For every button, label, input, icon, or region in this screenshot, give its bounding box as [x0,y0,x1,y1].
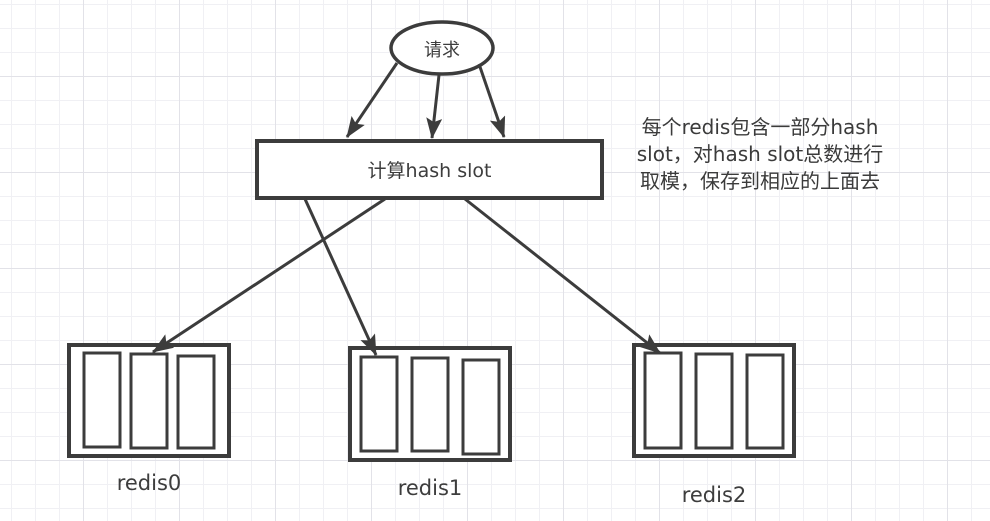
arrow-request-to-compute-middle [426,74,443,139]
redis2-slot-shape [643,351,683,450]
redis0-slot-shape [176,354,216,450]
redis0-slot-shape [82,351,122,449]
annotation-line: 每个redis包含一部分hash [641,115,879,139]
request-node-shape [389,20,495,76]
compute-node-label-text: 计算hash slot [367,160,492,182]
arrow-compute-to-redis2 [464,197,661,355]
redis0-node-shape [67,343,231,458]
redis2-slot-shape [745,353,785,450]
redis1-label: redis1 [397,476,463,500]
arrow-request-to-compute-left [345,62,399,138]
redis0-slot-shape [129,352,169,450]
redis1-slot-shape [359,355,399,453]
annotation-line: slot，对hash slot总数进行 [636,142,884,166]
redis1-slot-shape [461,358,501,456]
compute-node-shape [255,139,604,200]
arrow-compute-to-redis1 [303,198,378,356]
compute-node-label: 计算hash slot [257,141,602,198]
redis1-node-shape [348,346,512,462]
redis2-label: redis2 [681,483,747,507]
arrow-request-to-compute-right [477,63,506,138]
request-node-label: 请求 [424,40,460,61]
annotation-text: 每个redis包含一部分hash slot，对hash slot总数进行 取模，… [618,114,902,195]
redis0-label: redis0 [116,471,182,495]
arrow-compute-to-redis0 [152,197,386,354]
redis1-slot-shape [410,356,450,453]
redis2-slot-shape [694,352,734,450]
redis2-node-shape [632,343,796,458]
annotation-line: 取模，保存到相应的上面去 [640,169,880,193]
